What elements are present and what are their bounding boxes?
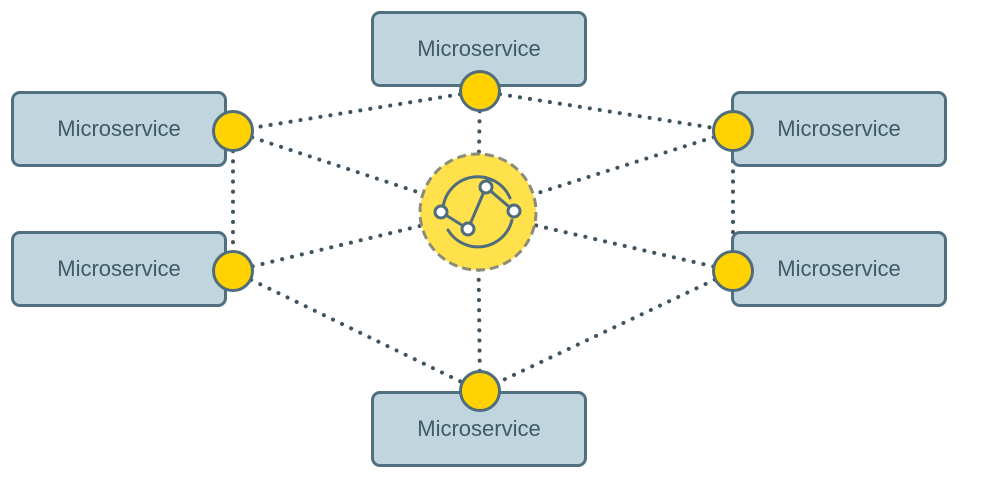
- microservice-label: Microservice: [57, 116, 181, 141]
- microservice-label: Microservice: [417, 36, 541, 61]
- connector-line: [478, 89, 735, 133]
- microservice-label: Microservice: [777, 116, 901, 141]
- connector-line: [231, 210, 480, 273]
- microservice-box: Microservice: [11, 91, 227, 167]
- microservice-label: Microservice: [417, 416, 541, 441]
- sidecar-proxy-node: [712, 110, 754, 152]
- connector-line: [231, 89, 482, 133]
- connector-line: [476, 210, 735, 273]
- sidecar-proxy-node: [212, 250, 254, 292]
- connector-line: [231, 269, 482, 393]
- connector-line: [478, 269, 735, 393]
- sidecar-proxy-node: [212, 110, 254, 152]
- service-mesh-icon: [418, 152, 538, 272]
- sidecar-proxy-node: [459, 370, 501, 412]
- microservice-label: Microservice: [57, 256, 181, 281]
- sidecar-proxy-node: [459, 70, 501, 112]
- microservice-box: Microservice: [731, 231, 947, 307]
- microservice-box: Microservice: [731, 91, 947, 167]
- connector-line: [476, 210, 482, 393]
- microservice-label: Microservice: [777, 256, 901, 281]
- microservice-box: Microservice: [11, 231, 227, 307]
- sidecar-proxy-node: [712, 250, 754, 292]
